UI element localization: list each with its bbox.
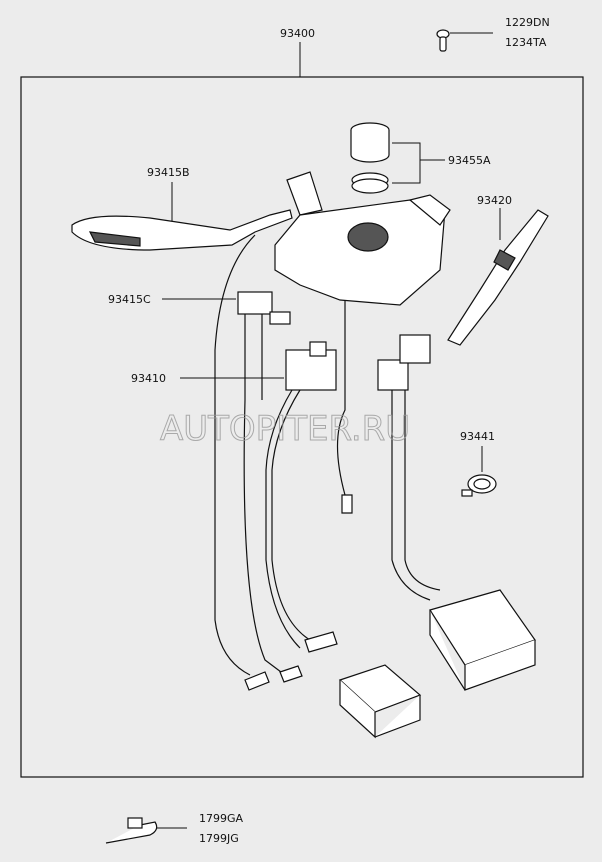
watermark: AUTOPITER.RU [160, 409, 410, 449]
label-93420[interactable]: 93420 [477, 194, 512, 207]
right-lever [447, 209, 549, 346]
right-connector [377, 334, 431, 391]
label-93455a[interactable]: 93455A [448, 154, 491, 167]
left-lever [71, 209, 293, 251]
label-93415b[interactable]: 93415B [147, 166, 190, 179]
terminals [244, 631, 338, 691]
label-1234ta[interactable]: 1234TA [505, 36, 547, 49]
connector-93415c [237, 291, 291, 325]
label-1799jg[interactable]: 1799JG [199, 832, 239, 845]
wiring-harness [214, 234, 441, 676]
screw-icon [436, 29, 450, 52]
assembly-frame [20, 76, 584, 778]
label-1229dn[interactable]: 1229DN [505, 16, 550, 29]
switch-body [274, 171, 451, 306]
multi-connector-right [429, 589, 536, 691]
cable-tie-icon [105, 817, 158, 844]
label-93415c[interactable]: 93415C [108, 293, 151, 306]
multi-connector-middle [338, 664, 422, 739]
relay-block [285, 341, 337, 391]
label-93410[interactable]: 93410 [131, 372, 166, 385]
label-93441[interactable]: 93441 [460, 430, 495, 443]
label-93400[interactable]: 93400 [280, 27, 315, 40]
ring-parts [350, 122, 390, 194]
clip-icon [461, 474, 497, 497]
label-1799ga[interactable]: 1799GA [199, 812, 244, 825]
